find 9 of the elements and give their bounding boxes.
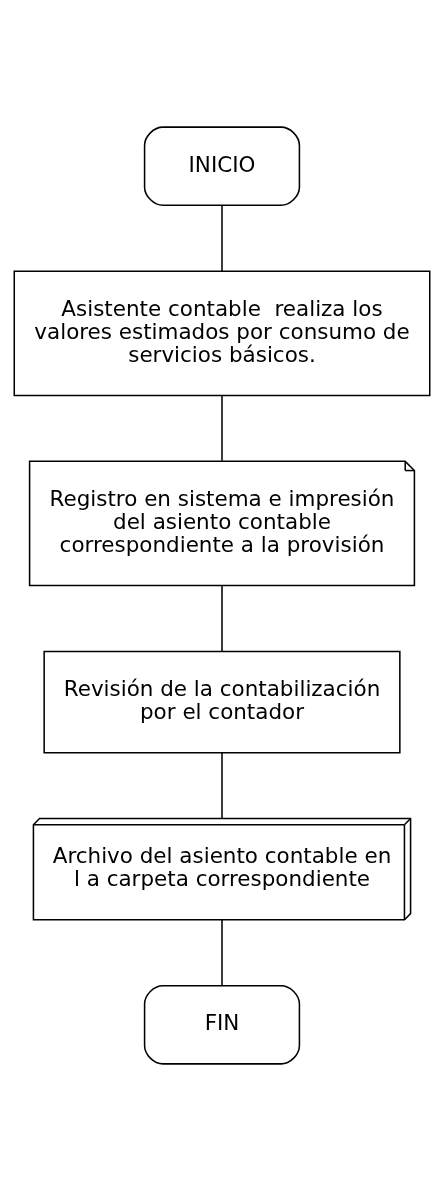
connector bbox=[221, 919, 223, 987]
connector bbox=[221, 394, 223, 462]
node-box: INICIO bbox=[143, 126, 301, 207]
connector bbox=[221, 204, 223, 272]
node-box: Revisión de la contabilización por el contador bbox=[43, 650, 401, 754]
connector bbox=[221, 585, 223, 653]
node-box: FIN bbox=[143, 984, 301, 1065]
node-box: Asistente contable realiza los valores estimados por consumo de servicios básicos. bbox=[13, 270, 431, 397]
connector bbox=[221, 752, 223, 820]
